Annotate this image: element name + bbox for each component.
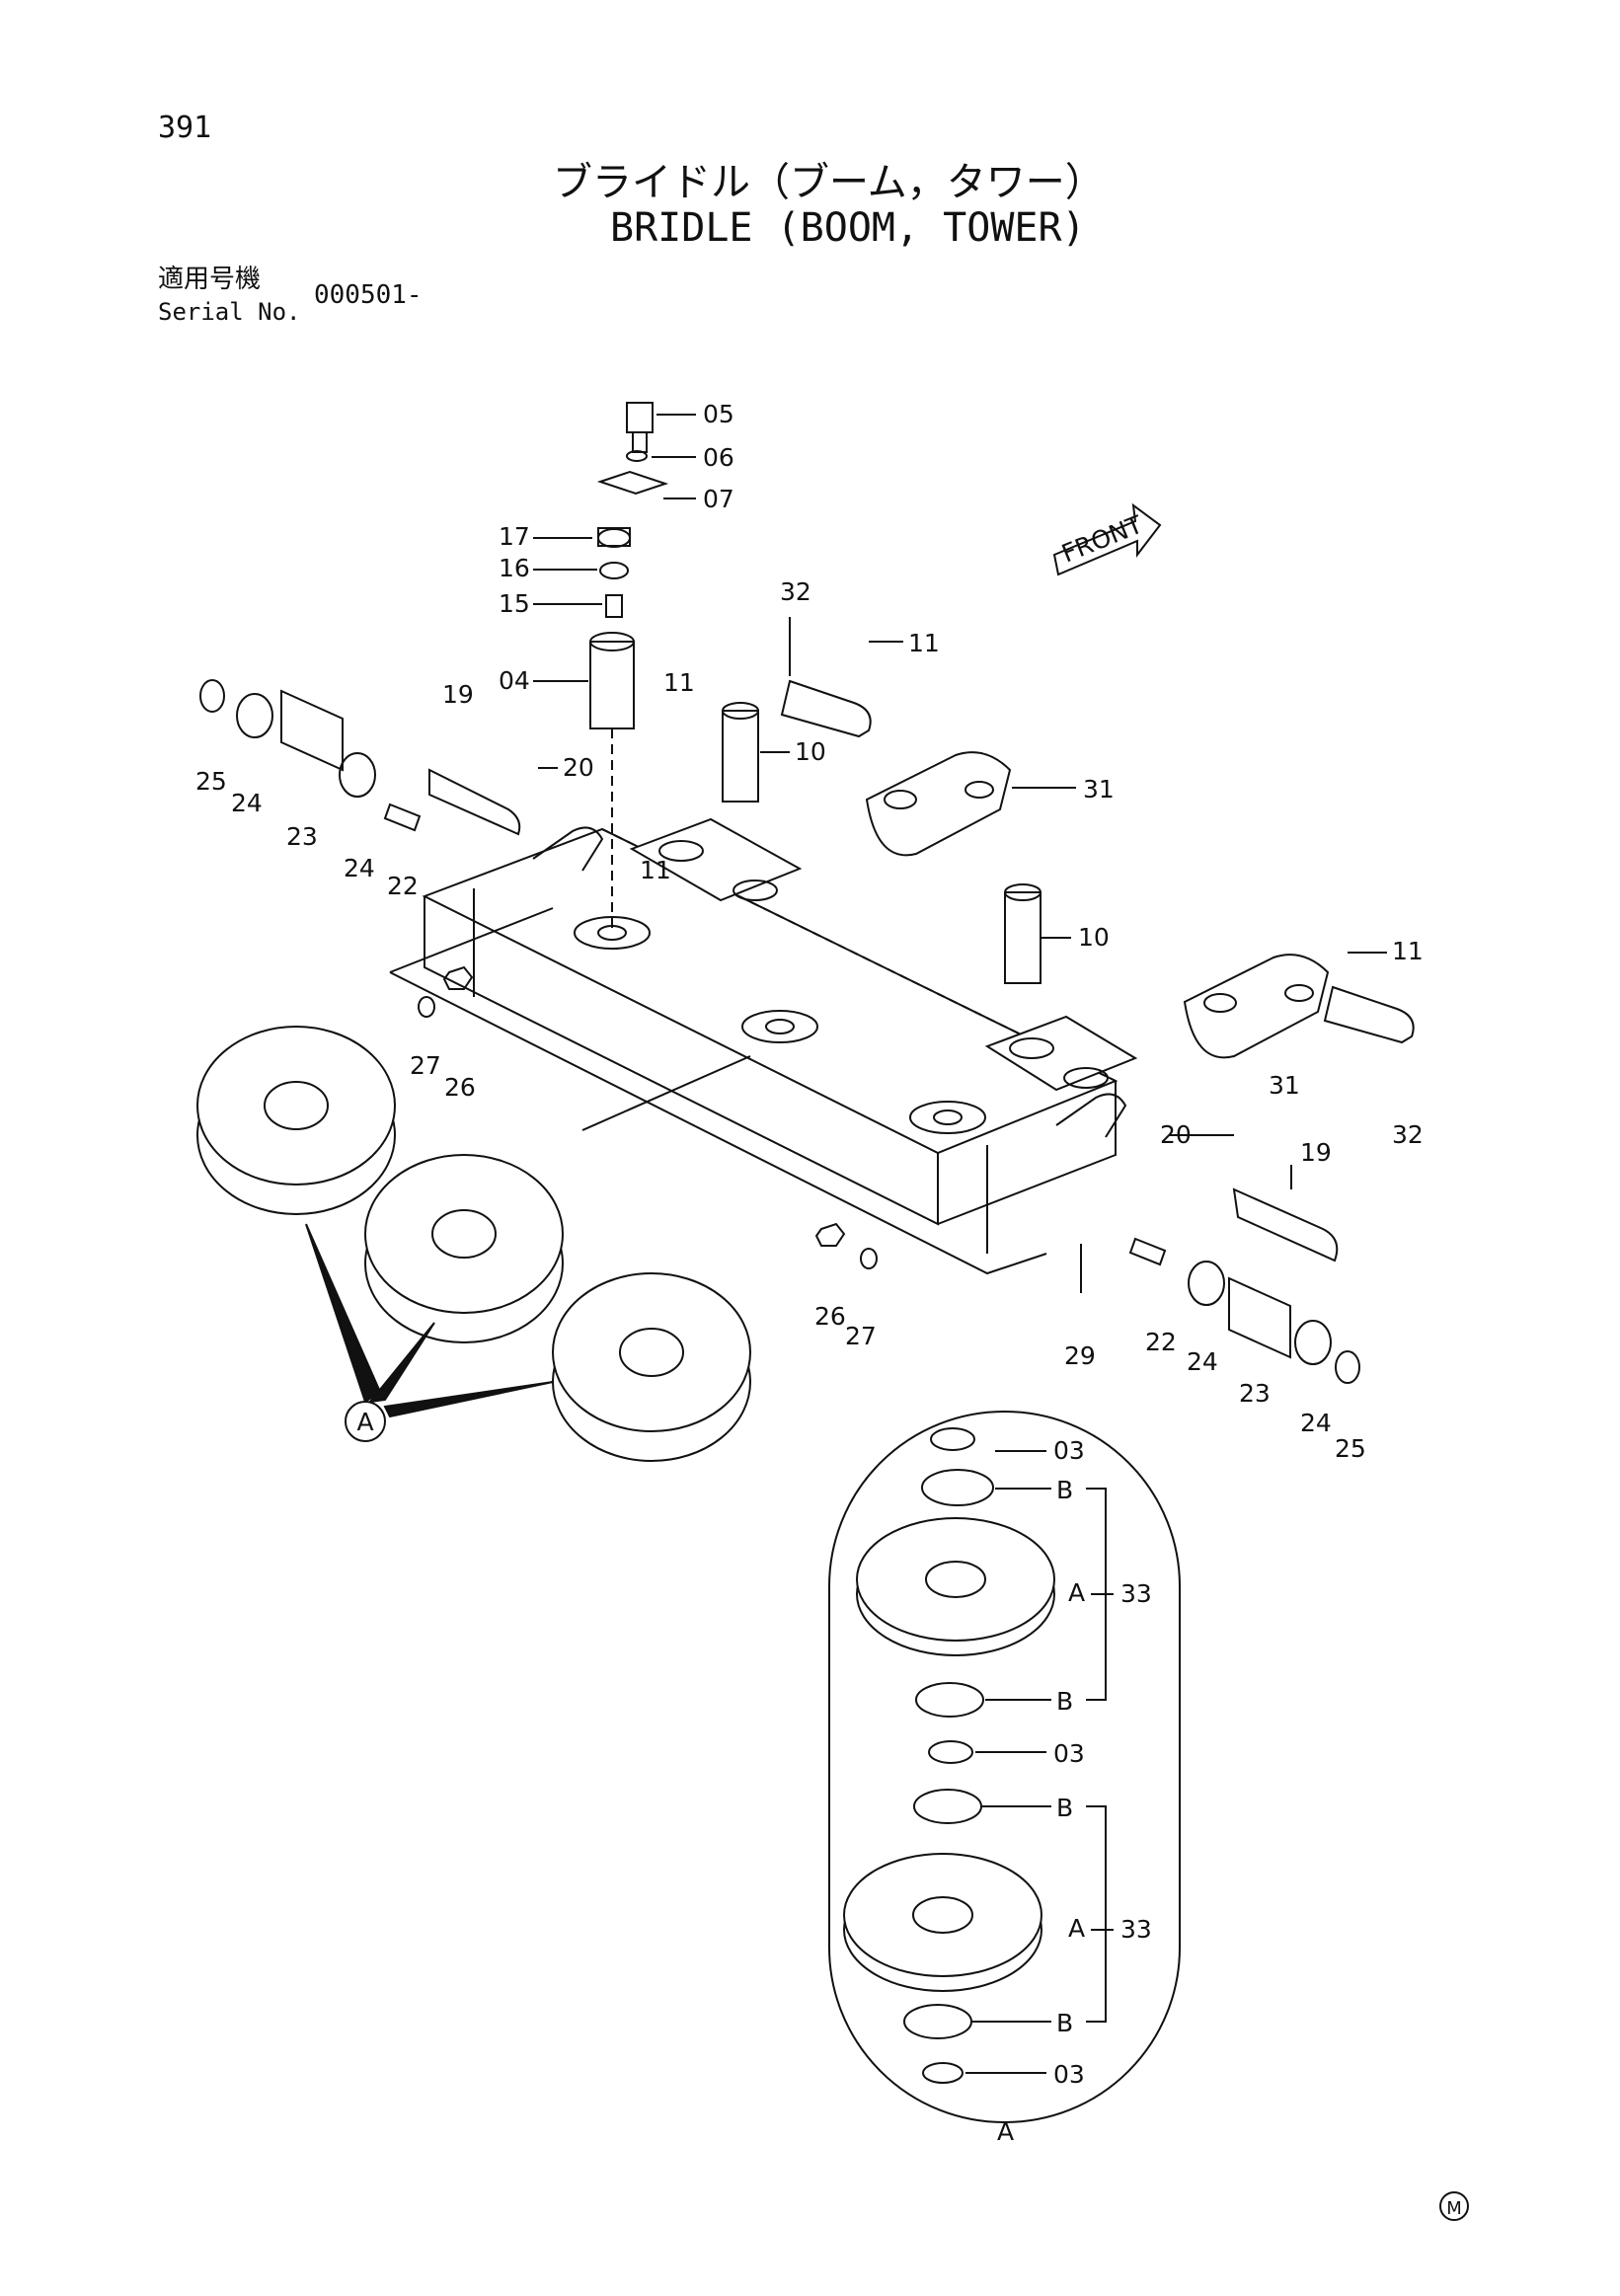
callout-label: 24: [231, 789, 263, 817]
callout-label: 10: [1078, 923, 1110, 952]
callout-label: 11: [663, 668, 695, 697]
pin-10-upper: [722, 710, 759, 803]
callout-label: 19: [1300, 1138, 1332, 1167]
clevis-31-lower: [1183, 954, 1330, 1059]
footer-mark-text: M: [1446, 2198, 1462, 2219]
callout-label: 33: [1120, 1579, 1152, 1608]
callout-label: 27: [845, 1322, 877, 1350]
callout-label: A: [356, 1408, 373, 1436]
callout-label: 07: [703, 485, 734, 513]
front-label: FRONT: [1057, 509, 1147, 568]
callout-label: 24: [1300, 1409, 1332, 1437]
pin-stack-top: [589, 402, 669, 928]
pin-10-lower: [1004, 891, 1041, 984]
callout-label: 03: [1053, 1436, 1085, 1465]
footer-mark: M: [1439, 2191, 1469, 2221]
callout-label: 20: [563, 753, 594, 782]
callout-label: 16: [499, 554, 530, 582]
callout-label: 04: [499, 666, 530, 695]
callout-label: 17: [499, 522, 530, 551]
callout-label: 11: [1392, 937, 1424, 965]
sheave-detail-inset: [828, 1411, 1181, 2123]
sheave-group-A: [196, 1026, 751, 1462]
serial-label-english: Serial No.: [158, 298, 301, 326]
pin-32-lower: [1323, 985, 1415, 1044]
callout-label: 06: [703, 443, 734, 472]
callout-label: 11: [640, 856, 671, 884]
callout-label: 24: [1187, 1347, 1218, 1376]
callout-label: B: [1056, 1687, 1073, 1716]
bridle-frame: [389, 817, 1138, 1275]
callout-label: 25: [195, 767, 227, 796]
callout-label: 23: [286, 822, 318, 851]
callout-label: 20: [1160, 1120, 1192, 1149]
callout-label: A: [1068, 1914, 1085, 1943]
page-title-japanese: ブライドル（ブーム，タワー）: [553, 160, 1105, 205]
pin-32-upper: [780, 679, 872, 738]
callout-label: 25: [1335, 1434, 1366, 1463]
callout-a-circle: [345, 1401, 386, 1442]
front-arrow-icon: FRONT: [1052, 502, 1162, 576]
callout-label: 31: [1269, 1071, 1300, 1100]
callout-label: 33: [1120, 1915, 1152, 1944]
left-pin-assembly: [199, 679, 521, 836]
callout-label: B: [1056, 1794, 1073, 1822]
callout-label: 32: [1392, 1120, 1424, 1149]
callout-label: 23: [1239, 1379, 1271, 1408]
serial-number-range: 000501-: [314, 280, 423, 310]
serial-label-japanese: 適用号機: [158, 265, 262, 294]
callout-labels: 0506071716150432111110192025242324223111…: [195, 400, 1424, 2146]
callout-label: A: [1068, 1578, 1085, 1607]
callout-label: 24: [344, 854, 375, 882]
page-number: 391: [158, 111, 212, 145]
clevis-31-upper: [865, 751, 1012, 857]
callout-label: 03: [1053, 1739, 1085, 1768]
callout-label: 26: [444, 1073, 476, 1102]
callout-label: 26: [814, 1302, 846, 1331]
callout-label: 03: [1053, 2060, 1085, 2089]
callout-label: B: [1056, 2009, 1073, 2037]
callout-label: 11: [908, 629, 940, 657]
callout-label: 15: [499, 589, 530, 618]
callout-label: 27: [410, 1051, 441, 1080]
callout-label: 31: [1083, 775, 1115, 804]
callout-label: A: [997, 2117, 1014, 2146]
callout-label: 05: [703, 400, 734, 428]
callout-label: 19: [442, 680, 474, 709]
page-title-english: BRIDLE (BOOM, TOWER): [610, 205, 1086, 251]
callout-label: 22: [387, 872, 419, 900]
callout-label: 22: [1145, 1328, 1177, 1356]
callout-label: B: [1056, 1476, 1073, 1504]
callout-label: 29: [1064, 1341, 1096, 1370]
callout-label: 10: [795, 737, 826, 766]
right-pin-assembly: [1128, 1187, 1360, 1384]
callout-label: 32: [780, 577, 811, 606]
